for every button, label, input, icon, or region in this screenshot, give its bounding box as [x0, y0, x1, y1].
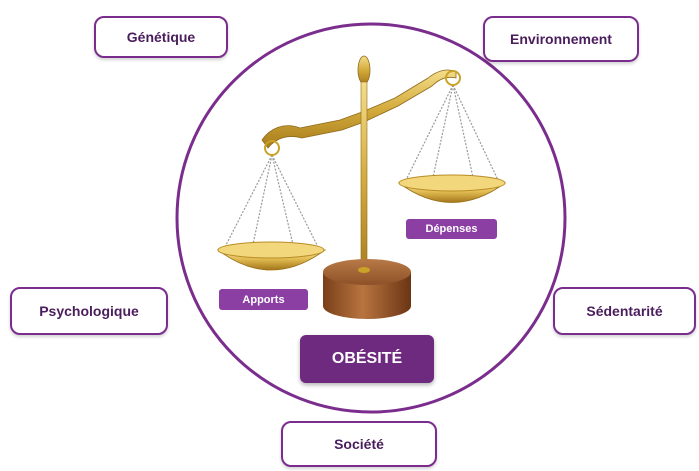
- wooden-base: [323, 259, 411, 319]
- factor-psychologique: Psychologique: [10, 287, 168, 335]
- right-chains: [405, 84, 499, 183]
- left-pan-label: Apports: [219, 289, 308, 310]
- pole-finial: [357, 55, 371, 85]
- factor-sedentarite: Sédentarité: [553, 287, 696, 335]
- factor-societe: Société: [281, 421, 437, 467]
- right-hook-ring: [445, 70, 461, 86]
- outer-ring: [175, 22, 567, 414]
- factor-genetique: Génétique: [94, 16, 228, 58]
- center-label-obesite: OBÉSITÉ: [300, 335, 434, 383]
- right-pan-label: Dépenses: [406, 219, 497, 239]
- left-chains: [224, 154, 319, 250]
- right-pan: [397, 174, 507, 203]
- pole: [360, 81, 368, 279]
- left-hook-ring: [264, 140, 280, 156]
- balance-beam: [261, 69, 457, 149]
- left-pan: [216, 241, 327, 271]
- factor-environnement: Environnement: [483, 16, 639, 62]
